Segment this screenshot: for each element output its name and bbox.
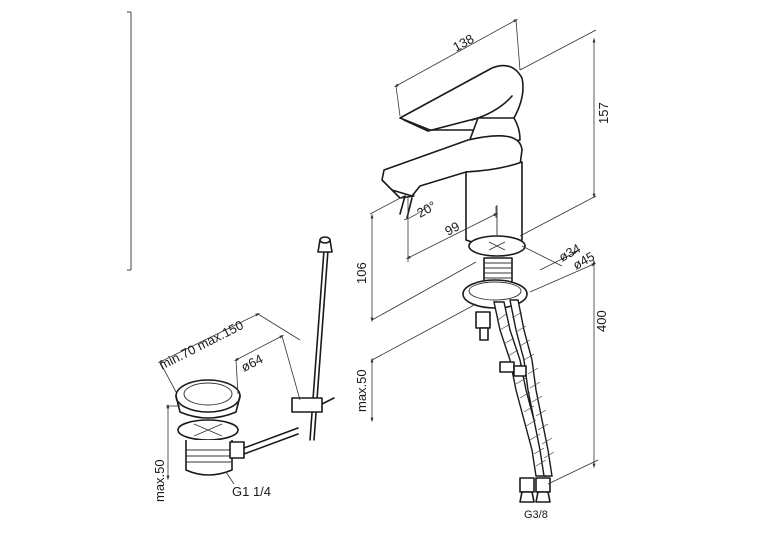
pop-up-waste <box>175 379 299 476</box>
label-height-top: 157 <box>596 102 611 124</box>
label-reach: 99 <box>442 218 462 238</box>
label-hose-length: 400 <box>594 310 609 332</box>
label-rod-range: min.70 max.150 <box>157 317 246 372</box>
margin-line <box>127 11 132 271</box>
label-angle: 20° <box>414 198 438 221</box>
label-waste-thread: G1 1/4 <box>232 484 271 499</box>
label-d-waste: ø64 <box>239 351 266 375</box>
waste-dimensions <box>157 312 301 485</box>
faucet-dimensions <box>369 18 599 485</box>
label-spout-length: 138 <box>450 31 476 55</box>
label-max-thickness: max.50 <box>354 369 369 412</box>
pop-up-rod <box>291 236 335 441</box>
faucet-body <box>381 64 524 246</box>
label-waste-max: max.50 <box>152 459 167 502</box>
flex-hoses <box>493 299 555 503</box>
label-body-height: 106 <box>354 262 369 284</box>
label-hose-thread: G3/8 <box>524 509 548 521</box>
